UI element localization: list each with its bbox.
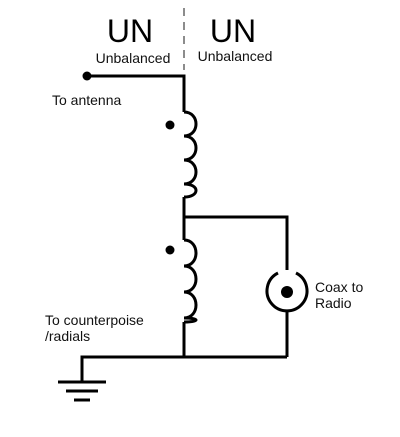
left-unbalanced-label: Unbalanced	[96, 50, 171, 66]
lower-coil-polarity-dot	[165, 245, 175, 255]
coax-connector-icon	[265, 271, 309, 313]
upper-coil	[183, 110, 198, 199]
antenna-terminal	[82, 71, 92, 81]
lower-coil	[183, 238, 198, 324]
right-unbalanced-label: Unbalanced	[198, 48, 273, 64]
counterpoise-label-line2: /radials	[45, 328, 90, 344]
left-un-label: UN	[107, 13, 153, 49]
coax-center-pin	[281, 286, 293, 298]
antenna-wire	[87, 74, 186, 112]
antenna-label: To antenna	[52, 92, 121, 108]
right-un-label: UN	[210, 13, 256, 49]
coax-label-line1: Coax to	[315, 279, 363, 295]
ground-bus-wire	[80, 355, 287, 381]
counterpoise-label-line1: To counterpoise	[45, 312, 144, 328]
tap-to-coax-wire	[184, 215, 289, 270]
coax-label-line2: Radio	[315, 295, 352, 311]
upper-coil-polarity-dot	[165, 120, 175, 130]
